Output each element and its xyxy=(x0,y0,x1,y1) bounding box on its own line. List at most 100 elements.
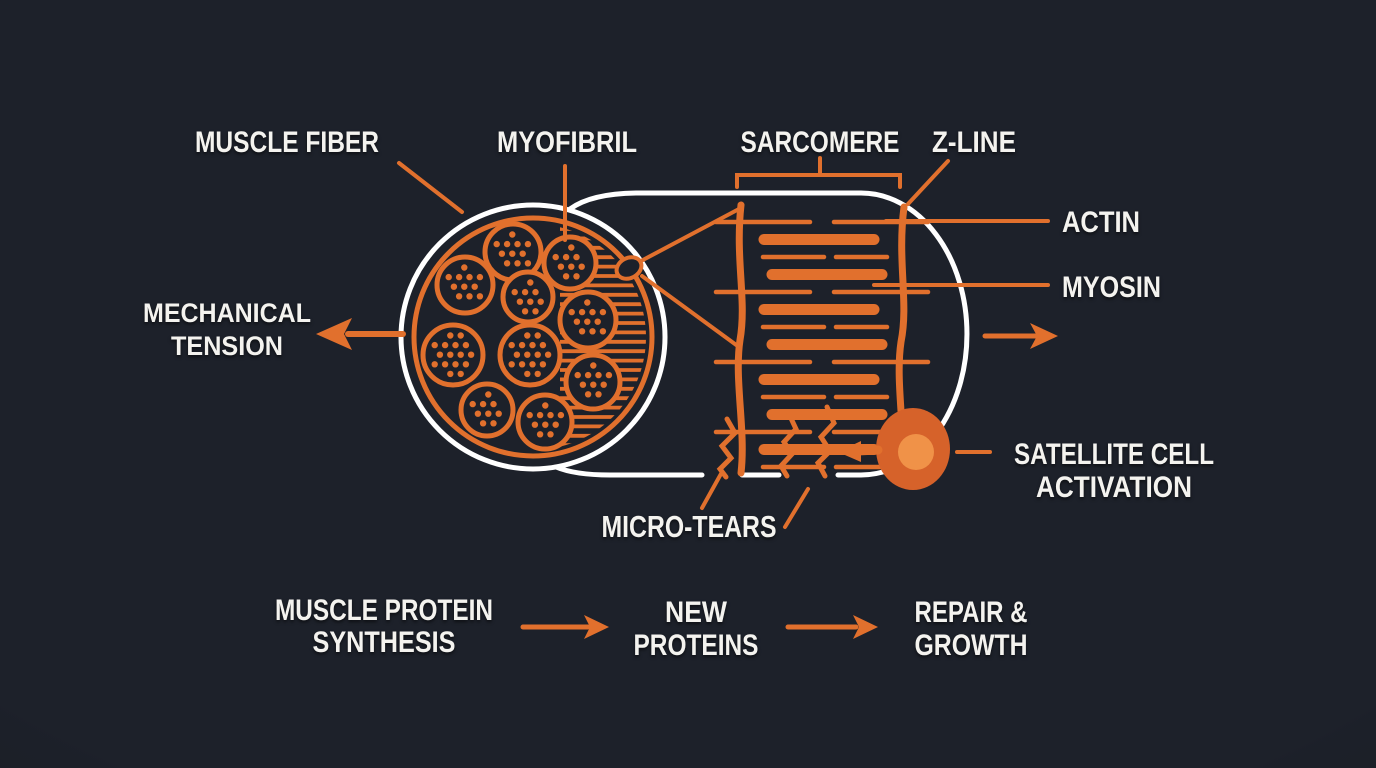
myofibril-dot xyxy=(562,273,570,280)
myofibril-dot xyxy=(539,361,547,368)
z-line-leader xyxy=(906,159,950,206)
myofibril-dot xyxy=(441,341,449,349)
myofibril-dot xyxy=(589,308,596,316)
myofibril-dot xyxy=(445,273,452,281)
myofibril-dot xyxy=(447,351,454,358)
myofibril-dot xyxy=(600,381,607,388)
myofibril-dot xyxy=(557,411,565,419)
myofibril-dot xyxy=(479,400,487,408)
myofibril-dot xyxy=(493,240,500,248)
myofibril-dot xyxy=(447,332,454,339)
myofibril-dot xyxy=(544,351,552,358)
myofibril-dot xyxy=(452,361,459,368)
myofibril-dot xyxy=(498,250,506,257)
myofibril-dot xyxy=(534,332,541,339)
mechanical-tension-label-line1: MECHANICAL xyxy=(143,298,311,328)
myofibril-dot xyxy=(595,371,602,379)
micro-tears-leader-right xyxy=(783,487,810,529)
myofibril-dot xyxy=(474,410,482,417)
myofibril-dot xyxy=(584,299,591,306)
satellite-cell xyxy=(876,408,950,490)
myofibril-dot xyxy=(547,411,554,419)
myofibril-dot xyxy=(457,370,464,378)
myofibril-dot xyxy=(573,253,580,261)
myofibril-dot xyxy=(466,273,473,281)
myofibril-dot xyxy=(605,371,613,379)
myofibril-bundle xyxy=(420,221,623,452)
myofibril-dot xyxy=(534,370,541,378)
myofibril-dot xyxy=(452,341,459,349)
myofibril-dot xyxy=(455,273,463,281)
muscle-fiber-leader xyxy=(397,161,464,214)
myofibril-dot xyxy=(532,308,539,315)
myofibril-dot xyxy=(462,341,470,349)
myofibril-dot xyxy=(599,308,607,316)
myofibril-dot xyxy=(508,361,515,368)
myofibril-circle xyxy=(541,234,599,292)
myofibril-dot xyxy=(457,332,464,339)
myofibril-circle xyxy=(500,269,556,325)
myofibril-dot xyxy=(450,283,458,290)
satellite-cell-label-line1: SATELLITE CELL xyxy=(1014,438,1214,471)
micro-tear-bolt xyxy=(777,411,799,479)
muscle-fiber-label: MUSCLE FIBER xyxy=(195,126,379,159)
myofibril-dot xyxy=(516,298,524,305)
myofibril-dot xyxy=(524,260,532,267)
myofibril-dot xyxy=(573,273,580,280)
new-proteins-label-line2: PROTEINS xyxy=(634,629,759,662)
myofibril-dot xyxy=(518,341,526,349)
myofibril-dot xyxy=(539,341,547,349)
mps-arrow xyxy=(520,615,609,639)
myofibril-dot xyxy=(503,240,511,248)
sarcomere-label: SARCOMERE xyxy=(741,126,900,159)
cross-section-orange-ring xyxy=(411,215,655,459)
satellite-cell-nucleus xyxy=(898,434,934,470)
myofibril-dot xyxy=(536,411,544,419)
myofibril-dot xyxy=(485,410,492,417)
myofibril-dot xyxy=(578,308,586,316)
cross-section xyxy=(398,202,668,472)
magnifier-line-lower xyxy=(640,274,741,349)
myofibril-dot xyxy=(529,341,536,349)
myofibril-dot xyxy=(462,361,470,368)
myofibril-dot xyxy=(521,308,529,315)
myofibril-dot xyxy=(579,381,587,388)
repair-growth-label-line2: GROWTH xyxy=(915,629,1028,662)
myofibril-dot xyxy=(503,260,511,267)
myofibril-dot xyxy=(542,421,549,428)
myofibril-dot xyxy=(511,288,518,296)
myofibril-dot xyxy=(537,298,544,305)
myofibril-dot xyxy=(518,361,526,368)
myofibril-dot xyxy=(557,263,565,270)
myofibril-dot xyxy=(584,318,591,325)
mps-label-line1: MUSCLE PROTEIN xyxy=(275,594,493,627)
myofibril-dot xyxy=(552,253,559,261)
myofibril-dot xyxy=(490,400,497,408)
myofibril-dot xyxy=(574,371,581,379)
myofibril-dot xyxy=(447,370,454,378)
myofibril-dot xyxy=(514,240,521,248)
myofibril-dot xyxy=(519,250,526,257)
myofibril-dot xyxy=(562,253,570,261)
myofibril-dot xyxy=(568,263,575,270)
myofibril-dot xyxy=(524,370,531,378)
myofibril-dot xyxy=(476,293,484,300)
new-proteins-label-line1: NEW xyxy=(665,596,728,629)
myofibril-dot xyxy=(578,263,585,270)
micro-tear-bolt xyxy=(716,416,739,480)
myofibril-dot xyxy=(594,318,601,325)
myofibril-dot xyxy=(529,361,536,368)
myofibril-dot xyxy=(526,411,533,419)
myofibril-dot xyxy=(527,298,534,305)
myofibril-dot xyxy=(490,420,497,427)
myofibril-dot xyxy=(568,244,575,251)
myosin-label: MYOSIN xyxy=(1062,271,1161,304)
mechanical-tension-label-line2: TENSION xyxy=(171,331,283,361)
myofibril-label: MYOFIBRIL xyxy=(497,126,637,159)
myofibril-dot xyxy=(455,293,463,300)
z-line-label: Z-LINE xyxy=(932,126,1016,159)
myofibril-dot xyxy=(527,279,534,286)
myofibril-dot xyxy=(476,273,484,281)
myofibril-dot xyxy=(471,283,478,290)
